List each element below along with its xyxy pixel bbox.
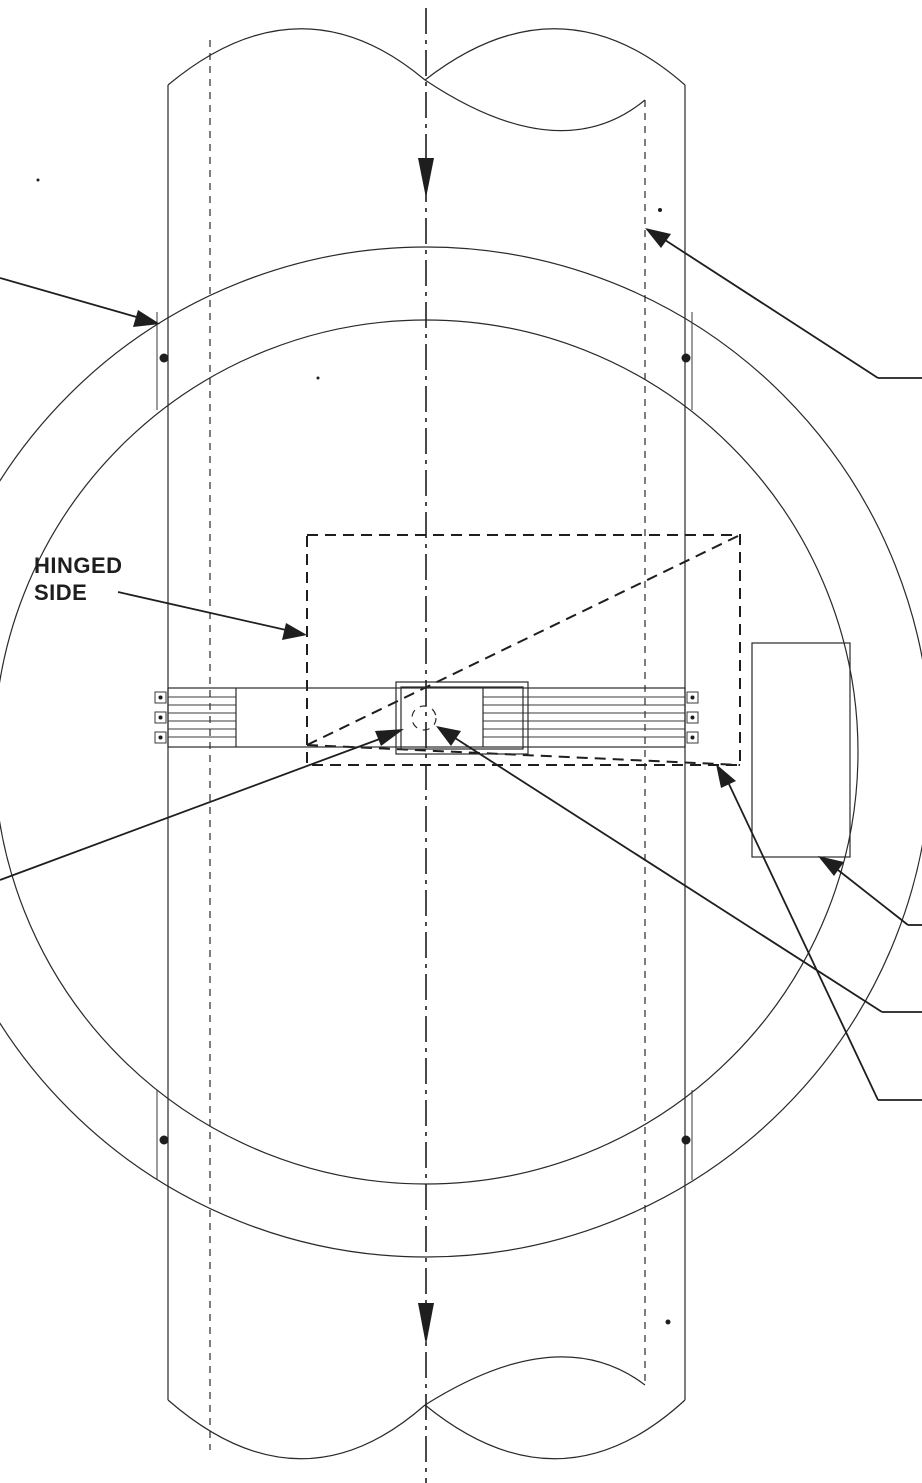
hinged-side-label: HINGED SIDE — [34, 553, 123, 605]
hinged-side-label-line2: SIDE — [34, 580, 87, 605]
leader-top-left — [0, 277, 141, 319]
band-right-stripes — [483, 696, 685, 738]
pipe-top-break-inner — [424, 79, 646, 132]
pipe-bottom-break-right — [424, 1399, 686, 1460]
side-box — [751, 642, 851, 858]
pipe-bottom-break-left — [167, 1399, 426, 1460]
pipe-top-break-left — [167, 28, 426, 86]
band-right-terminals — [686, 691, 699, 744]
bolt-right-top — [681, 353, 691, 363]
sensor-housing-outer — [395, 681, 529, 755]
hinged-side-label-line1: HINGED — [34, 553, 123, 578]
flow-arrow-bottom — [418, 1303, 434, 1345]
leader-left-low — [0, 736, 386, 881]
sensor-band — [154, 681, 699, 755]
sensor-housing-inner — [400, 686, 524, 750]
pipe-bottom-break-inner — [424, 1356, 646, 1406]
flange-inner-circle — [0, 319, 859, 1185]
bolt-left-top — [159, 353, 169, 363]
band-left-terminals — [154, 691, 167, 744]
bolt-left-bottom — [159, 1135, 169, 1145]
bolt-right-bottom — [681, 1135, 691, 1145]
hinged-box-outline — [306, 534, 741, 766]
clamp-bolts — [156, 312, 693, 1180]
scan-specks — [36, 178, 671, 1325]
band-left-stripes — [168, 696, 236, 738]
flow-arrow-top — [418, 158, 434, 198]
hinged-box-diagonal-lower — [306, 744, 741, 766]
pipe — [167, 28, 686, 1460]
leader-hinged-side — [117, 591, 287, 631]
flange-outer-circle — [0, 246, 922, 1258]
flow-centerline — [418, 8, 434, 1483]
pipe-top-break-right — [424, 28, 686, 86]
hinged-box — [306, 534, 741, 766]
hinged-box-diagonal-upper — [306, 534, 741, 746]
sensor-port — [411, 705, 437, 731]
leaders — [0, 228, 922, 1101]
